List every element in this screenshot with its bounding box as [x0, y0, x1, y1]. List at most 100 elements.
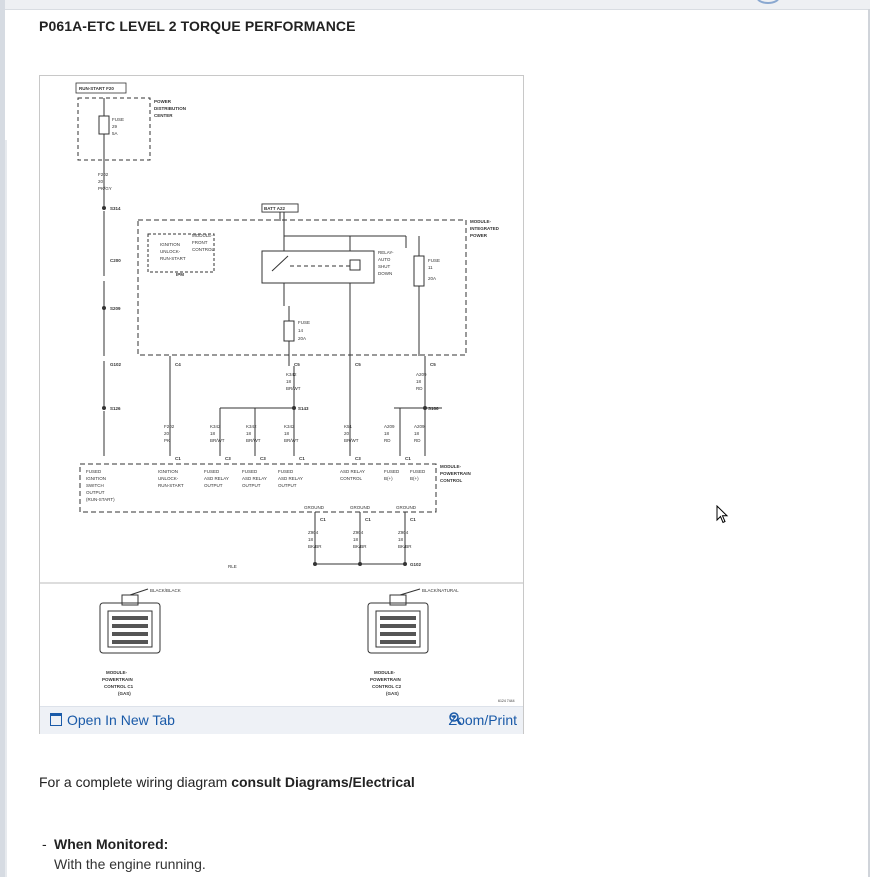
conn-c3: C3: [225, 456, 231, 461]
connector-c200: C200: [110, 258, 121, 263]
a209-a-2: 18: [384, 431, 390, 436]
z904-c-3: BK/BR: [398, 544, 412, 549]
fused-ign-4: OUTPUT: [86, 490, 105, 495]
a209-b-3: RD: [414, 438, 421, 443]
wire-f202-3: PK/GY: [98, 186, 112, 191]
ipm-label: IPM: [176, 272, 184, 277]
ign-label-3: RUN-START: [160, 256, 186, 261]
conn-c3c: C3: [355, 456, 361, 461]
fused-asd2-3: OUTPUT: [242, 483, 261, 488]
open-in-new-tab-link[interactable]: Open In New Tab: [50, 712, 175, 728]
complete-diagram-paragraph: For a complete wiring diagram consult Di…: [39, 774, 415, 790]
pcm-label-3: CONTROL: [440, 478, 462, 483]
fused-asd3-1: FUSED: [278, 469, 294, 474]
mouse-cursor-icon: [716, 505, 729, 524]
ign-label-2: UNLOCK-: [160, 249, 181, 254]
consult-diagrams-link: consult Diagrams/Electrical: [231, 774, 415, 790]
conn-c1b: C1: [299, 456, 305, 461]
splice-s314: S314: [110, 206, 121, 211]
fused-b2-1: FUSED: [410, 469, 426, 474]
k51-1: K51: [344, 424, 353, 429]
fused-asd2-1: FUSED: [242, 469, 258, 474]
k51-2: 20: [344, 431, 350, 436]
z904-b-2: 18: [353, 537, 359, 542]
a209-top-3: RD: [416, 386, 423, 391]
left-edge-bar: [0, 0, 5, 877]
zoom-print-link[interactable]: Zoom/Print: [449, 712, 517, 728]
wire-f202-2: 20: [98, 179, 104, 184]
k342-c-2: 18: [284, 431, 290, 436]
k342-b-3: BR/WT: [246, 438, 261, 443]
mfc-label-3: CONTROL: [192, 247, 214, 252]
mip-label-1: MODULE-: [470, 219, 491, 224]
asd-control-2: CONTROL: [340, 476, 362, 481]
k342-a-1: K342: [210, 424, 221, 429]
k342-b-1: K342: [246, 424, 257, 429]
fused-asd3-2: ASD RELAY: [278, 476, 303, 481]
pcm-c1-3: CONTROL C1: [104, 684, 134, 689]
zoom-label: Zoom/Print: [448, 712, 517, 728]
pdc-label-3: CENTER: [154, 113, 173, 118]
relay-label-2: AUTO: [378, 257, 391, 262]
run-start-label: RUN-START F20: [79, 86, 114, 91]
pcm-label-2: POWERTRAIN: [440, 471, 471, 476]
wiring-diagram-figure: RUN-START F20 POWER DISTRIBUTION CENTER …: [39, 75, 524, 734]
ground-3: GROUND: [396, 505, 417, 510]
k342-a-2: 18: [210, 431, 216, 436]
fused-asd1-3: OUTPUT: [204, 483, 223, 488]
mfc-label-2: FRONT: [192, 240, 208, 245]
relay-label-1: RELAY-: [378, 250, 394, 255]
z904-a-1: Z904: [308, 530, 319, 535]
fused-asd2-2: ASD RELAY: [242, 476, 267, 481]
pcm-c2-1: MODULE-: [374, 670, 395, 675]
f202pk-1: F202: [164, 424, 175, 429]
new-tab-icon: [50, 713, 62, 726]
list-bullet: -: [42, 836, 47, 852]
z904-b-1: Z904: [353, 530, 364, 535]
ign-label-1: IGNITION: [160, 242, 180, 247]
k342-top-2: 18: [286, 379, 292, 384]
k51-3: BR/WT: [344, 438, 359, 443]
z904-c-2: 18: [398, 537, 404, 542]
splice-s126: S126: [110, 406, 121, 411]
pdc-label-2: DISTRIBUTION: [154, 106, 186, 111]
asd-control-1: ASD RELAY: [340, 469, 365, 474]
fused-asd3-3: OUTPUT: [278, 483, 297, 488]
mip-label-3: POWER: [470, 233, 488, 238]
a209-b-2: 18: [414, 431, 420, 436]
fuse29-label: FUSE: [112, 117, 124, 122]
splice-s143: S143: [298, 406, 309, 411]
batt-label: BATT A22: [264, 206, 285, 211]
black-black-label: BLACK/BLACK: [150, 588, 181, 593]
k342-a-3: BR/WT: [210, 438, 225, 443]
a209-a-1: A209: [384, 424, 395, 429]
fuse11-amp: 20A: [428, 276, 436, 281]
pdc-label-1: POWER: [154, 99, 172, 104]
wiring-diagram: RUN-START F20 POWER DISTRIBUTION CENTER …: [40, 82, 523, 703]
pcm-c2-3: CONTROL C2: [372, 684, 402, 689]
conn-c5a: C5: [294, 362, 300, 367]
z904-c-1: Z904: [398, 530, 409, 535]
mip-label-2: INTEGRATED: [470, 226, 500, 231]
when-monitored-label: When Monitored:: [54, 836, 169, 852]
fused-b1-1: FUSED: [384, 469, 400, 474]
ground-g102-upper: G102: [110, 362, 122, 367]
complete-diagram-prefix: For a complete wiring diagram: [39, 774, 232, 790]
k342-top-1: K342: [286, 372, 297, 377]
k342-b-2: 18: [246, 431, 252, 436]
z904-a-3: BK/BR: [308, 544, 322, 549]
relay-label-4: DOWN: [378, 271, 392, 276]
scrollbar[interactable]: [868, 9, 870, 877]
fuse14-amp: 20A: [298, 336, 306, 341]
pcm-c1-1: MODULE-: [106, 670, 127, 675]
conn-c5b: C5: [355, 362, 361, 367]
ign-unlock-3: RUN-START: [158, 483, 184, 488]
k342-c-3: BR/WT: [284, 438, 299, 443]
pcm-c1-2: POWERTRAIN: [102, 677, 133, 682]
pcm-label-1: MODULE-: [440, 464, 461, 469]
splice-s166: S166: [428, 406, 439, 411]
conn-c4: C4: [175, 362, 181, 367]
left-edge-bar-inner: [5, 140, 7, 877]
k342-top-3: BR/WT: [286, 386, 301, 391]
page-title: P061A-ETC LEVEL 2 TORQUE PERFORMANCE: [39, 18, 356, 34]
